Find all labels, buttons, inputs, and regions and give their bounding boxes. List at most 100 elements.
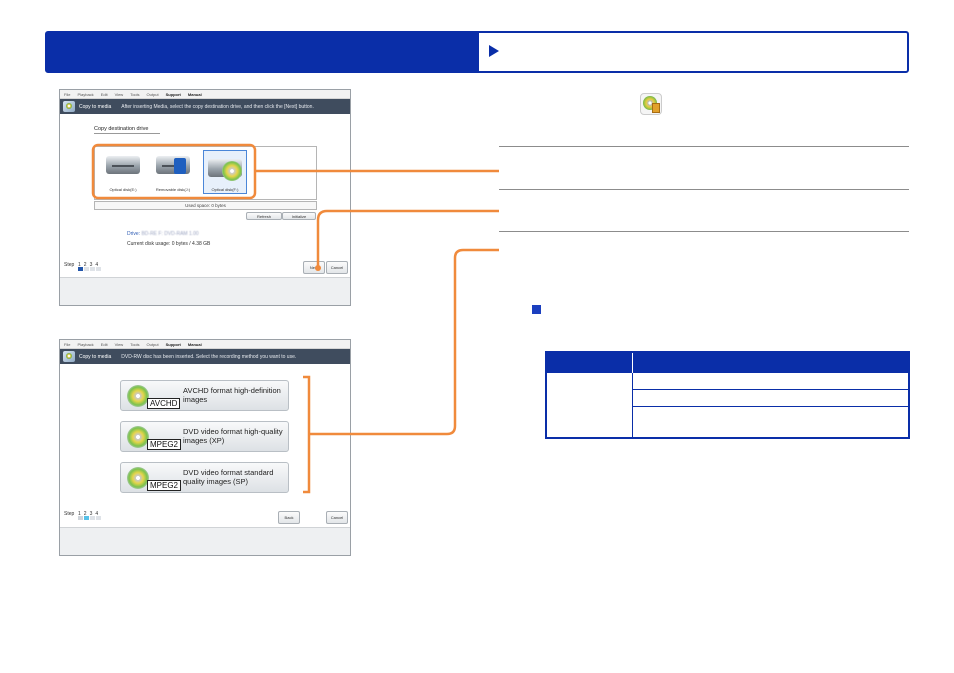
step-number: 2 xyxy=(83,511,87,517)
table-row xyxy=(546,405,910,439)
window-footer xyxy=(60,527,350,555)
section-header-bar xyxy=(45,31,909,73)
menu-item[interactable]: Edit xyxy=(100,91,108,97)
drive-selection-highlight xyxy=(91,143,257,200)
table-cell xyxy=(631,371,910,390)
step-progress xyxy=(78,516,101,520)
table-row xyxy=(545,371,910,439)
instruction-text: After inserting Media, select the copy d… xyxy=(121,103,314,110)
disc-icon xyxy=(127,467,149,489)
instruction-text: DVD-RW disc has been inserted. Select th… xyxy=(121,353,297,360)
menu-item[interactable]: Output xyxy=(146,91,159,97)
step-number: 1 xyxy=(78,262,81,268)
menu-item[interactable]: Support xyxy=(165,91,181,97)
menu-item[interactable]: Output xyxy=(146,341,159,347)
callout-line xyxy=(309,248,499,436)
avchd-option-button[interactable]: AVCHD AVCHD format high-definition image… xyxy=(120,380,289,411)
step-number: 4 xyxy=(95,262,99,268)
copy-to-media-icon xyxy=(63,351,75,362)
menu-item[interactable]: File xyxy=(64,341,71,347)
drive-label: Optical disk(E:) xyxy=(109,187,137,192)
triangle-arrow-icon xyxy=(489,45,499,57)
disc-icon xyxy=(222,161,242,181)
window-footer xyxy=(60,277,350,305)
step-number: 4 xyxy=(95,511,99,517)
table-cell xyxy=(545,371,633,439)
drive-slot xyxy=(162,165,184,167)
divider xyxy=(499,146,909,147)
copy-to-media-icon xyxy=(640,93,662,115)
menu-item[interactable]: File xyxy=(64,91,71,97)
drive-slot xyxy=(112,165,134,167)
drive-option-selected[interactable] xyxy=(203,150,247,194)
window-title: Copy to media xyxy=(79,103,112,110)
menu-item[interactable]: Manual xyxy=(187,341,202,347)
step-label: Step xyxy=(64,262,75,268)
menu-bar: File Playback Edit View Tools Output Sup… xyxy=(60,340,350,349)
menu-item[interactable]: Tools xyxy=(130,341,140,347)
menu-item[interactable]: Manual xyxy=(187,91,202,97)
drive-field-label: Drive: xyxy=(127,231,141,237)
initialize-button[interactable]: Initialize xyxy=(282,212,316,220)
menu-bar: File Playback Edit View Tools Output Sup… xyxy=(60,90,350,99)
options-bracket xyxy=(303,375,311,494)
heading-underline xyxy=(94,133,160,134)
step-box xyxy=(96,516,101,520)
cancel-button[interactable]: Cancel xyxy=(326,511,348,524)
step-numbers: 1 2 3 4 xyxy=(78,511,98,517)
callout-dot xyxy=(315,265,321,271)
table-header-cell xyxy=(546,352,633,372)
menu-item[interactable]: Edit xyxy=(100,341,108,347)
cancel-button[interactable]: Cancel xyxy=(326,261,348,274)
step-box xyxy=(90,516,95,520)
sd-card-icon xyxy=(652,103,660,113)
disc-icon xyxy=(127,426,149,448)
drive-label: Optical disk(F:) xyxy=(211,187,239,192)
step-box xyxy=(96,267,101,271)
window-title-bar: Copy to media DVD-RW disc has been inser… xyxy=(60,349,350,364)
step-number: 1 xyxy=(78,511,81,517)
drive-field-value: BD-RE F: DVD-RAM 1.00 xyxy=(141,231,199,237)
table-header-cell xyxy=(632,352,910,372)
step-box xyxy=(90,267,95,271)
menu-item[interactable]: Playback xyxy=(77,341,94,347)
menu-item[interactable]: View xyxy=(114,91,124,97)
table-cell xyxy=(631,405,910,439)
drive-option[interactable] xyxy=(152,152,194,176)
drive-label: Removable disk(J:) xyxy=(155,187,191,192)
dvd-xp-option-button[interactable]: MPEG2 DVD video format high-quality imag… xyxy=(120,421,289,452)
step-number: 2 xyxy=(83,262,87,268)
divider xyxy=(499,231,909,232)
step-number: 3 xyxy=(89,262,93,268)
step-box xyxy=(84,267,89,271)
step-box xyxy=(84,516,89,520)
divider xyxy=(499,189,909,190)
drive-option[interactable] xyxy=(102,152,144,176)
step-progress xyxy=(78,267,101,271)
used-space-bar: Used space: 0 bytes xyxy=(94,201,317,210)
info-table xyxy=(545,351,910,439)
dvd-sp-option-button[interactable]: MPEG2 DVD video format standard quality … xyxy=(120,462,289,493)
table-header-row xyxy=(546,352,910,372)
copy-destination-screenshot: File Playback Edit View Tools Output Sup… xyxy=(59,89,351,306)
step-number: 3 xyxy=(89,511,93,517)
table-cell xyxy=(631,388,910,407)
disc-icon xyxy=(127,385,149,407)
section-heading: Copy destination drive xyxy=(94,126,149,132)
refresh-button[interactable]: Refresh xyxy=(246,212,282,220)
next-button[interactable]: Next xyxy=(303,261,325,274)
step-numbers: 1 2 3 4 xyxy=(78,262,98,268)
menu-item[interactable]: View xyxy=(114,341,124,347)
section-bullet-icon xyxy=(532,305,541,314)
menu-item[interactable]: Tools xyxy=(130,91,140,97)
section-header-title-area xyxy=(47,33,479,71)
step-box xyxy=(78,516,83,520)
menu-item[interactable]: Support xyxy=(165,341,181,347)
window-title: Copy to media xyxy=(79,353,112,360)
menu-item[interactable]: Playback xyxy=(77,91,94,97)
recording-method-screenshot: File Playback Edit View Tools Output Sup… xyxy=(59,339,351,556)
format-badge: MPEG2 xyxy=(147,439,182,450)
step-label: Step xyxy=(64,511,75,517)
back-button[interactable]: Back xyxy=(278,511,300,524)
